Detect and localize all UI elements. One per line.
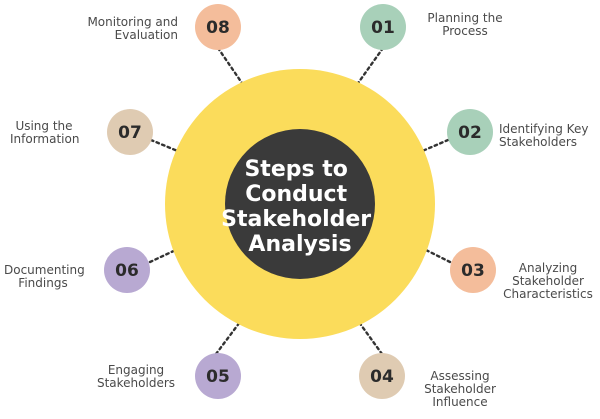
- center-title: Steps to Conduct Stakeholder Analysis: [221, 157, 379, 257]
- step-badge-01: 01: [360, 4, 406, 50]
- connector-08: [216, 46, 246, 88]
- step-badge-07: 07: [107, 109, 153, 155]
- step-number: 07: [118, 123, 142, 143]
- step-label-07: Using the Information: [10, 119, 80, 146]
- step-number: 08: [206, 18, 230, 38]
- step-badge-05: 05: [195, 353, 241, 399]
- connector-02: [418, 138, 450, 154]
- step-number: 01: [371, 18, 395, 38]
- center-title-line: Conduct: [245, 182, 347, 207]
- step-badge-02: 02: [447, 109, 493, 155]
- step-number: 03: [461, 261, 485, 281]
- center-title-line: Stakeholder: [221, 207, 371, 232]
- step-badge-08: 08: [195, 4, 241, 50]
- step-badge-03: 03: [450, 247, 496, 293]
- step-label-03: Analyzing Stakeholder Characteristics: [503, 261, 593, 301]
- connector-07: [149, 138, 182, 154]
- step-label-01: Planning the Process: [427, 11, 503, 38]
- step-label-04: Assessing Stakeholder Influence: [424, 369, 496, 409]
- step-badge-06: 06: [104, 247, 150, 293]
- center-title-line: Steps to: [244, 157, 347, 182]
- step-number: 02: [458, 123, 482, 143]
- step-label-08: Monitoring and Evaluation: [87, 15, 178, 42]
- step-number: 06: [115, 261, 139, 281]
- step-label-05: Engaging Stakeholders: [96, 363, 176, 390]
- center-dark-circle: [225, 129, 375, 279]
- step-label-02: Identifying Key Stakeholders: [499, 122, 589, 149]
- step-number: 05: [206, 367, 230, 387]
- step-label-06: Documenting Findings: [4, 263, 85, 290]
- center-title-line: Analysis: [248, 232, 351, 257]
- step-number: 04: [370, 367, 394, 387]
- connector-01: [354, 46, 385, 88]
- step-badge-04: 04: [359, 353, 405, 399]
